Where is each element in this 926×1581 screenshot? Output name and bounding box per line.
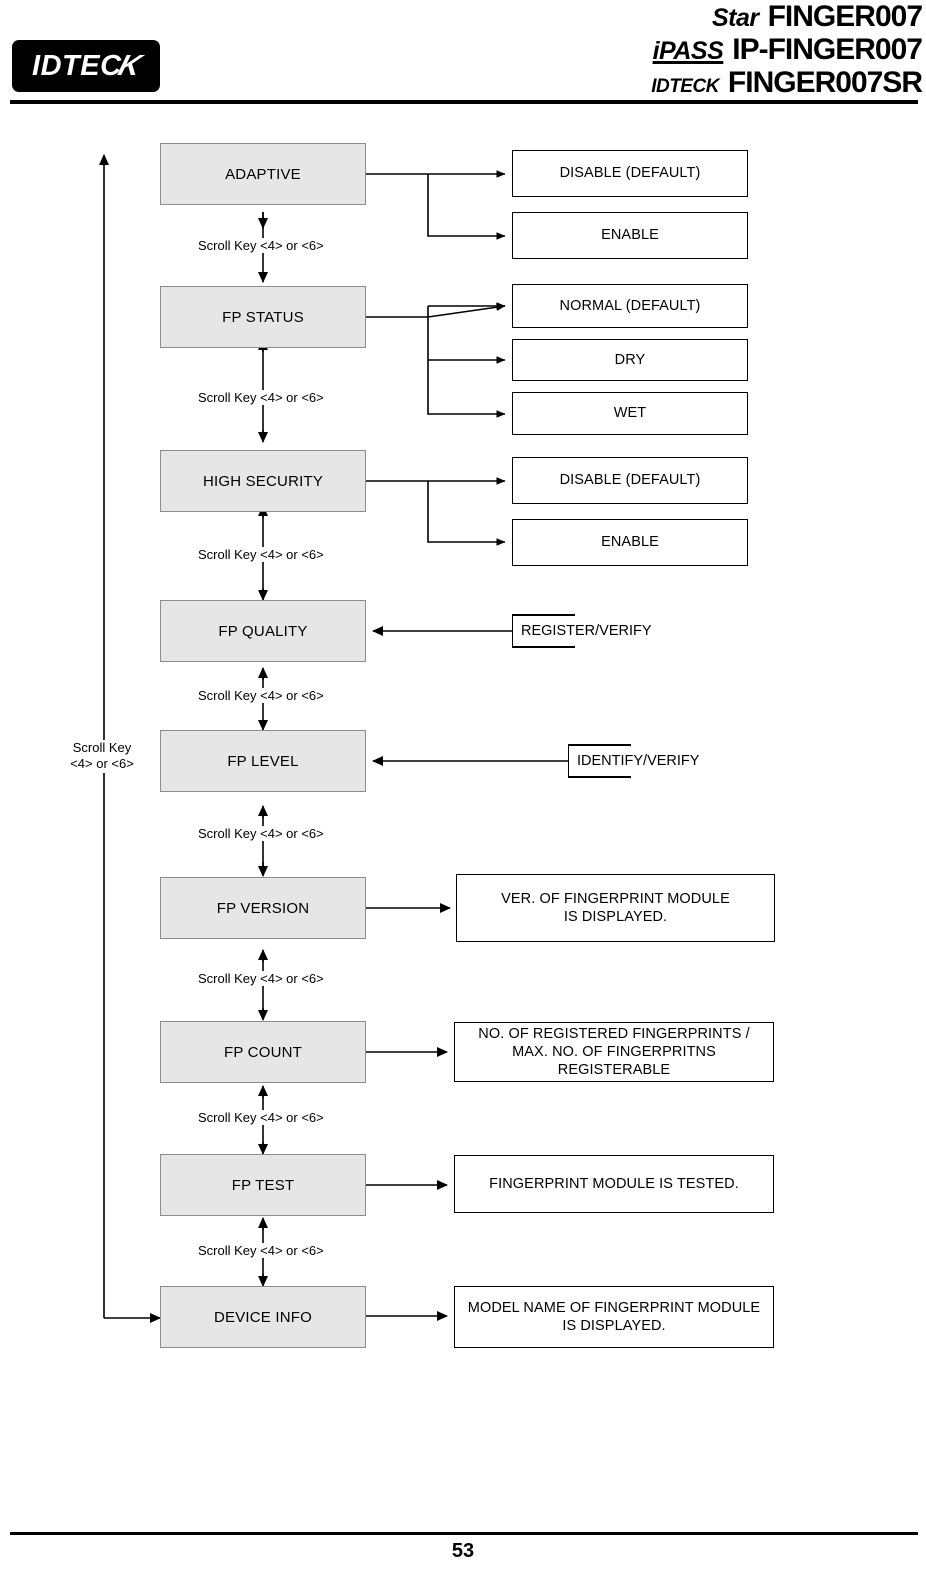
source-label-text: IDENTIFY/VERIFY <box>577 753 700 769</box>
ipass-mark: iPASS <box>652 37 724 65</box>
product-line-ipass: iPASS IP-FINGER007 <box>651 33 923 67</box>
menu-item-label: FP STATUS <box>222 308 304 326</box>
idteck-product-name: FINGER007SR <box>727 66 923 99</box>
source-label-identify-verify: IDENTIFY/VERIFY <box>568 744 718 778</box>
ipass-product-name: IP-FINGER007 <box>732 33 923 66</box>
option-label: DISABLE (DEFAULT) <box>559 472 701 489</box>
menu-item-label: FP TEST <box>231 1176 295 1194</box>
option-label: ENABLE <box>601 534 659 551</box>
menu-item-high-security[interactable]: HIGH SECURITY <box>160 450 366 512</box>
menu-item-label: HIGH SECURITY <box>202 472 324 490</box>
option-box-fp-status-wet[interactable]: WET <box>512 392 748 435</box>
menu-item-fp-count[interactable]: FP COUNT <box>160 1021 366 1083</box>
star-product-name: FINGER007 <box>767 0 923 33</box>
menu-item-label: FP VERSION <box>216 899 310 917</box>
page-number: 53 <box>451 1540 475 1562</box>
source-label-register-verify: REGISTER/VERIFY <box>512 614 662 648</box>
option-label: DRY <box>614 351 646 368</box>
scroll-key-label-3: Scroll Key <4> or <6> <box>196 547 326 562</box>
option-box-fp-status-dry[interactable]: DRY <box>512 339 748 381</box>
menu-item-label: DEVICE INFO <box>213 1308 313 1326</box>
product-name-list: Star FINGER007 iPASS IP-FINGER007 IDTECK… <box>651 0 923 101</box>
loop-scroll-key-label: Scroll Key <4> or <6> <box>62 740 142 773</box>
menu-item-fp-version[interactable]: FP VERSION <box>160 877 366 939</box>
scroll-key-label-6: Scroll Key <4> or <6> <box>196 971 326 986</box>
scroll-key-label-5: Scroll Key <4> or <6> <box>196 826 326 841</box>
option-label-line2: MAX. NO. OF FINGERPRITNS REGISTERABLE <box>512 1043 716 1079</box>
option-label-line2: IS DISPLAYED. <box>562 1318 666 1334</box>
menu-item-fp-test[interactable]: FP TEST <box>160 1154 366 1216</box>
menu-item-adaptive[interactable]: ADAPTIVE <box>160 143 366 205</box>
option-label: ENABLE <box>601 227 659 244</box>
option-label-line1: VER. OF FINGERPRINT MODULE <box>501 890 730 907</box>
star-mark: Star <box>711 4 759 32</box>
menu-item-label: FP COUNT <box>224 1043 302 1061</box>
option-box-fp-count-info[interactable]: NO. OF REGISTERED FINGERPRINTS / MAX. NO… <box>454 1022 774 1082</box>
option-label: WET <box>613 405 647 422</box>
option-box-high-security-enable[interactable]: ENABLE <box>512 519 748 566</box>
scroll-key-label-4: Scroll Key <4> or <6> <box>196 688 326 703</box>
footer-divider <box>10 1532 918 1535</box>
menu-item-label: FP QUALITY <box>218 622 308 640</box>
menu-item-fp-status[interactable]: FP STATUS <box>160 286 366 348</box>
option-box-fp-test-info[interactable]: FINGERPRINT MODULE IS TESTED. <box>454 1155 774 1213</box>
option-box-adaptive-enable[interactable]: ENABLE <box>512 212 748 259</box>
scroll-key-label-2: Scroll Key <4> or <6> <box>196 390 326 405</box>
loop-scroll-key-line2: <4> or <6> <box>70 756 134 772</box>
header-divider <box>10 100 918 104</box>
option-label-line1: MODEL NAME OF FINGERPRINT MODULE <box>467 1299 761 1316</box>
product-line-idteck: IDTECK FINGER007SR <box>651 66 923 100</box>
menu-item-fp-level[interactable]: FP LEVEL <box>160 730 366 792</box>
idteck-mark: IDTECK <box>651 76 719 97</box>
option-box-high-security-disable[interactable]: DISABLE (DEFAULT) <box>512 457 748 504</box>
option-box-adaptive-disable[interactable]: DISABLE (DEFAULT) <box>512 150 748 197</box>
product-line-star: Star FINGER007 <box>651 0 923 34</box>
idteck-logo-text: IDTEC <box>32 49 122 82</box>
option-label: DISABLE (DEFAULT) <box>559 165 701 182</box>
loop-scroll-key-line1: Scroll Key <box>72 740 132 755</box>
option-label: FINGERPRINT MODULE IS TESTED. <box>489 1175 739 1192</box>
option-box-fp-version-info[interactable]: VER. OF FINGERPRINT MODULE IS DISPLAYED. <box>456 874 775 942</box>
menu-item-device-info[interactable]: DEVICE INFO <box>160 1286 366 1348</box>
option-box-device-info-detail[interactable]: MODEL NAME OF FINGERPRINT MODULE IS DISP… <box>454 1286 774 1348</box>
option-label-line1: NO. OF REGISTERED FINGERPRINTS / <box>478 1025 750 1042</box>
option-box-fp-status-normal[interactable]: NORMAL (DEFAULT) <box>512 284 748 328</box>
scroll-key-label-7: Scroll Key <4> or <6> <box>196 1110 326 1125</box>
scroll-key-label-1: Scroll Key <4> or <6> <box>196 238 326 253</box>
menu-item-label: FP LEVEL <box>227 752 299 770</box>
source-label-text: REGISTER/VERIFY <box>521 623 652 639</box>
option-label-line2: IS DISPLAYED. <box>563 909 668 925</box>
menu-item-fp-quality[interactable]: FP QUALITY <box>160 600 366 662</box>
option-label: NORMAL (DEFAULT) <box>559 297 701 314</box>
scroll-key-label-8: Scroll Key <4> or <6> <box>196 1243 326 1258</box>
menu-item-label: ADAPTIVE <box>225 165 301 183</box>
